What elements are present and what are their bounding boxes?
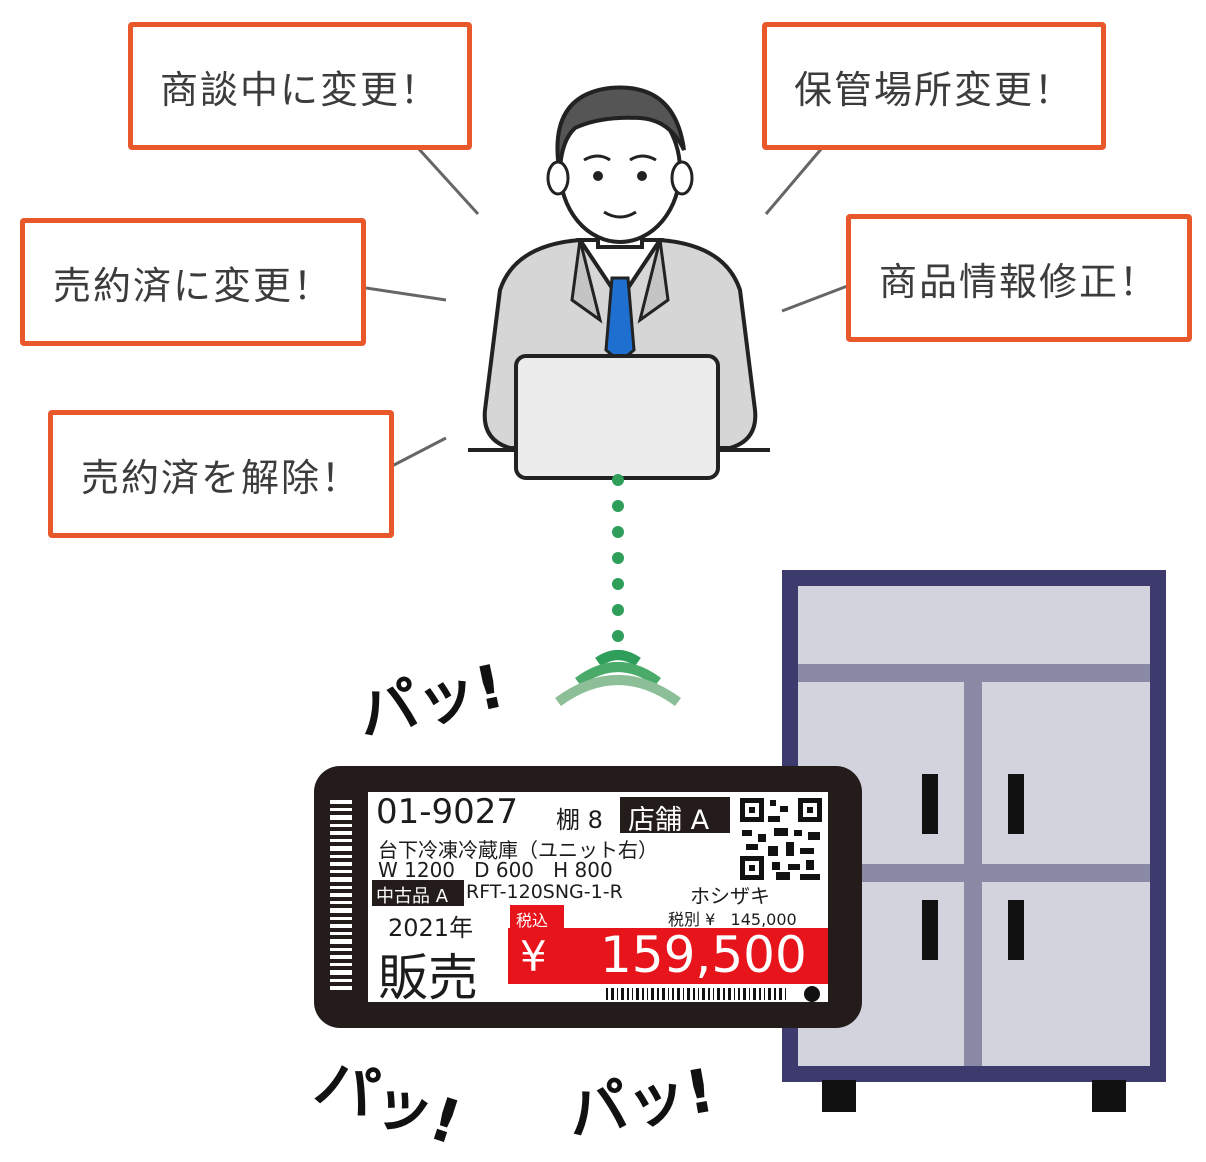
label-status: 販売 — [378, 949, 478, 1007]
callout-storage: 保管場所変更！ — [762, 22, 1106, 150]
label-model: RFT-120SNG-1-R — [466, 881, 623, 903]
connector-line — [391, 436, 447, 468]
label-tax-in: 税込 — [516, 911, 549, 930]
label-product-name: 台下冷凍冷蔵庫（ユニット右） — [378, 838, 658, 862]
label-dimensions: W 1200 D 600 H 800 — [378, 858, 613, 882]
callout-product-info: 商品情報修正！ — [846, 214, 1192, 342]
bottom-barcode-icon — [606, 988, 786, 1000]
condition-tag-bg — [372, 880, 464, 906]
store-tag-bg — [620, 797, 730, 833]
callout-negotiating: 商談中に変更！ — [128, 22, 472, 150]
tie — [604, 276, 636, 364]
callout-sold: 売約済に変更！ — [20, 218, 366, 346]
laptop — [514, 354, 720, 480]
connector-line — [365, 286, 447, 302]
label-year: 2021年 — [388, 914, 474, 942]
connector-line — [781, 283, 851, 313]
connector-lines — [365, 146, 851, 468]
indicator-dot-icon — [804, 986, 820, 1002]
callout-unsold-text: 売約済を解除！ — [80, 455, 361, 500]
signal-dots — [612, 474, 624, 642]
label-condition: 中古品 A — [376, 886, 449, 907]
label-store: 店舗 A — [628, 805, 710, 836]
hair — [555, 85, 686, 169]
callout-negotiating-text: 商談中に変更！ — [159, 67, 440, 112]
label-maker: ホシザキ — [690, 884, 770, 908]
label-code: 01-9027 — [376, 792, 519, 832]
label-tax-excluded: 税別 ¥ 145,000 — [668, 910, 797, 929]
label-price: 159,500 — [600, 926, 807, 984]
connector-line — [764, 147, 824, 215]
callout-unsold: 売約済を解除！ — [48, 410, 394, 538]
qr-code-icon — [738, 796, 824, 882]
tax-in-tag-bg — [510, 905, 564, 931]
callout-product-info-text: 商品情報修正！ — [878, 259, 1159, 304]
signal-waves-icon — [555, 650, 681, 707]
label-yen-sign: ¥ — [520, 932, 547, 981]
connector-line — [416, 146, 480, 216]
side-barcode-icon — [330, 800, 352, 990]
callout-storage-text: 保管場所変更！ — [793, 67, 1074, 112]
label-shelf: 棚 8 — [556, 806, 603, 834]
price-box — [508, 928, 828, 984]
businessman-illustration — [468, 85, 770, 480]
callout-sold-text: 売約済に変更！ — [52, 263, 333, 308]
electronic-shelf-label — [314, 766, 862, 1028]
